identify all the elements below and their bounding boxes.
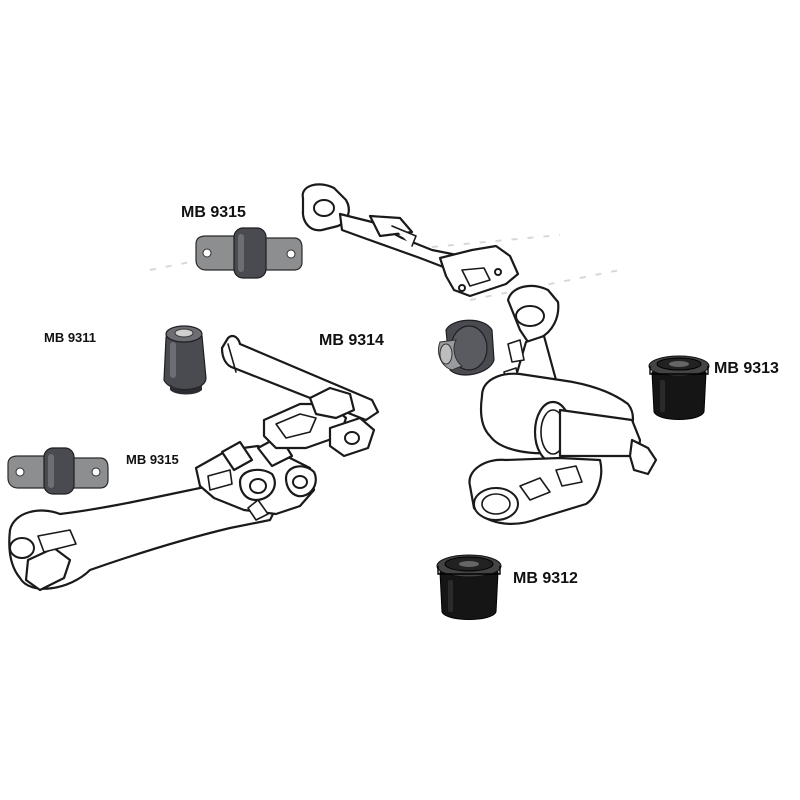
bushing-mb9311 [163,325,207,395]
background-dashes [149,234,621,301]
bushing-mb9314 [438,319,495,376]
lower-arm-drawing [8,334,380,592]
bushing-mb9315-left [7,447,109,495]
bushing-mb9312 [436,554,502,620]
bushing-mb9315-top [195,227,303,279]
upper-control-arm-drawing [301,183,520,298]
knuckle-drawing [468,284,658,525]
label-mb9312: MB 9312 [513,570,578,587]
label-mb9315-top: MB 9315 [181,204,246,221]
label-mb9314: MB 9314 [319,332,384,349]
bushing-mb9313 [648,355,710,420]
label-mb9313: MB 9313 [714,360,779,377]
label-mb9315-left: MB 9315 [126,452,179,467]
label-mb9311: MB 9311 [44,330,97,345]
